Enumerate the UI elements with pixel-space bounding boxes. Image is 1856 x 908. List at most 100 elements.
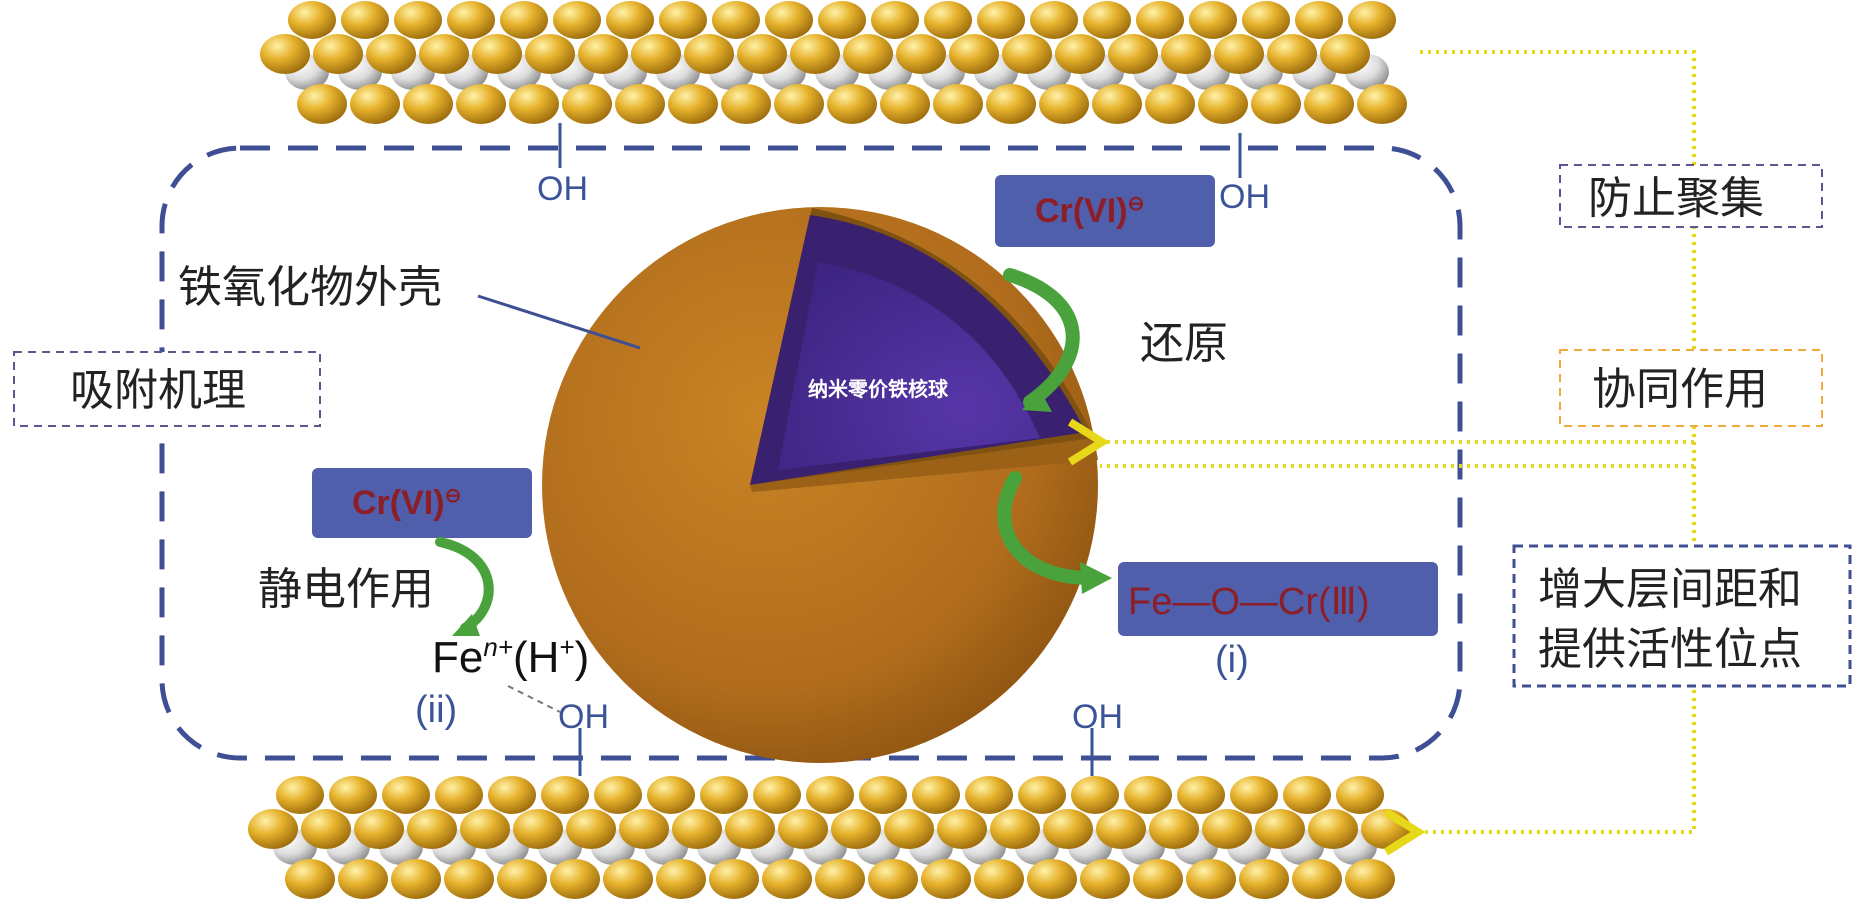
gold-atom [1161,34,1211,74]
cr-vi-text-left: Cr(VI)⊖ [352,484,461,522]
gold-atom [1149,809,1199,849]
gold-atom [937,809,987,849]
gold-atom [986,84,1036,124]
gold-atom [921,859,971,899]
fe-ion-label: Fen+(H+) [432,632,589,682]
reduction-arrow-head-icon [1022,390,1052,412]
gold-atom [1255,809,1305,849]
synergy-box [1559,349,1823,427]
gold-atom [615,84,665,124]
gold-atom [1292,859,1342,899]
gold-atom [1133,859,1183,899]
gold-atom [341,1,389,39]
gold-atom [974,859,1024,899]
gold-atom [668,84,718,124]
gold-atom [1242,1,1290,39]
gold-atom [831,809,881,849]
gold-atom [578,34,628,74]
electrostatic-arrow-icon [435,537,494,633]
gold-atom [444,859,494,899]
gold-atom [1186,859,1236,899]
gold-atom [1030,1,1078,39]
gold-atom [460,809,510,849]
electrostatic-label: 静电作用 [258,564,434,615]
gold-atom [354,809,404,849]
reduction-arrow-icon [1003,268,1080,409]
gold-atom [868,859,918,899]
gold-atom [488,776,536,814]
oh-label-bottom-right: OH [1072,698,1123,736]
gold-atom [1214,34,1264,74]
gold-atom [276,776,324,814]
gold-atom [880,84,930,124]
gold-atom [619,809,669,849]
gold-atom [329,776,377,814]
gold-atom [391,859,441,899]
gold-atom [472,34,522,74]
gold-atom [933,84,983,124]
gold-atom [737,34,787,74]
gold-atom [656,859,706,899]
spacing-active-sites-box [1512,544,1852,688]
core-label: 纳米零价铁核球 [808,377,949,401]
gold-atom [301,809,351,849]
oh-label-top-left: OH [537,170,588,208]
adsorption-mechanism-box [13,351,321,427]
gold-atom [1136,1,1184,39]
nano-zero-valent-iron-sphere [542,207,1098,763]
gold-atom [1080,859,1130,899]
oh-label-top-right: OH [1219,178,1270,216]
gold-atom [447,1,495,39]
gold-atom [566,809,616,849]
gold-atom [1198,84,1248,124]
gold-atom [896,34,946,74]
gold-atom [297,84,347,124]
gold-atom [827,84,877,124]
gold-atom [500,1,548,39]
gold-atom [1239,859,1289,899]
gold-atom [1055,34,1105,74]
zero-valent-iron-core [778,262,1040,470]
gold-atom [709,859,759,899]
gold-atom [248,809,298,849]
gold-atom [606,1,654,39]
gold-atom [366,34,416,74]
gold-atom [285,859,335,899]
synergy-label: 协同作用 [1592,364,1768,415]
cr-vi-text-top: Cr(VI)⊖ [1035,192,1144,230]
gold-atom [884,809,934,849]
gold-atom [859,776,907,814]
gold-atom [313,34,363,74]
gold-atom [1345,859,1395,899]
gold-atom [672,809,722,849]
gold-atom [525,34,575,74]
gold-atom [684,34,734,74]
gold-atom [550,859,600,899]
gold-atom [977,1,1025,39]
gold-atom [1304,84,1354,124]
gold-atom [1002,34,1052,74]
gold-atom [1027,859,1077,899]
gold-atom [1283,776,1331,814]
gold-atom [1357,84,1407,124]
gold-atom [497,859,547,899]
gold-atom [1018,776,1066,814]
gold-atom [753,776,801,814]
gold-atom [1039,84,1089,124]
gold-atom [762,859,812,899]
gold-atom [1361,809,1411,849]
gold-atom [603,859,653,899]
gold-atom [712,1,760,39]
gold-atom [1320,34,1370,74]
spacing-label-line2: 提供活性位点 [1538,624,1802,675]
gold-atom [407,809,457,849]
shell-cut-floor-edge [750,438,1098,492]
gold-atom [1043,809,1093,849]
shell-label: 铁氧化物外壳 [178,262,442,313]
gold-atom [1295,1,1343,39]
gold-atom [1308,809,1358,849]
gold-atom [1267,34,1317,74]
gold-atom [1348,1,1396,39]
